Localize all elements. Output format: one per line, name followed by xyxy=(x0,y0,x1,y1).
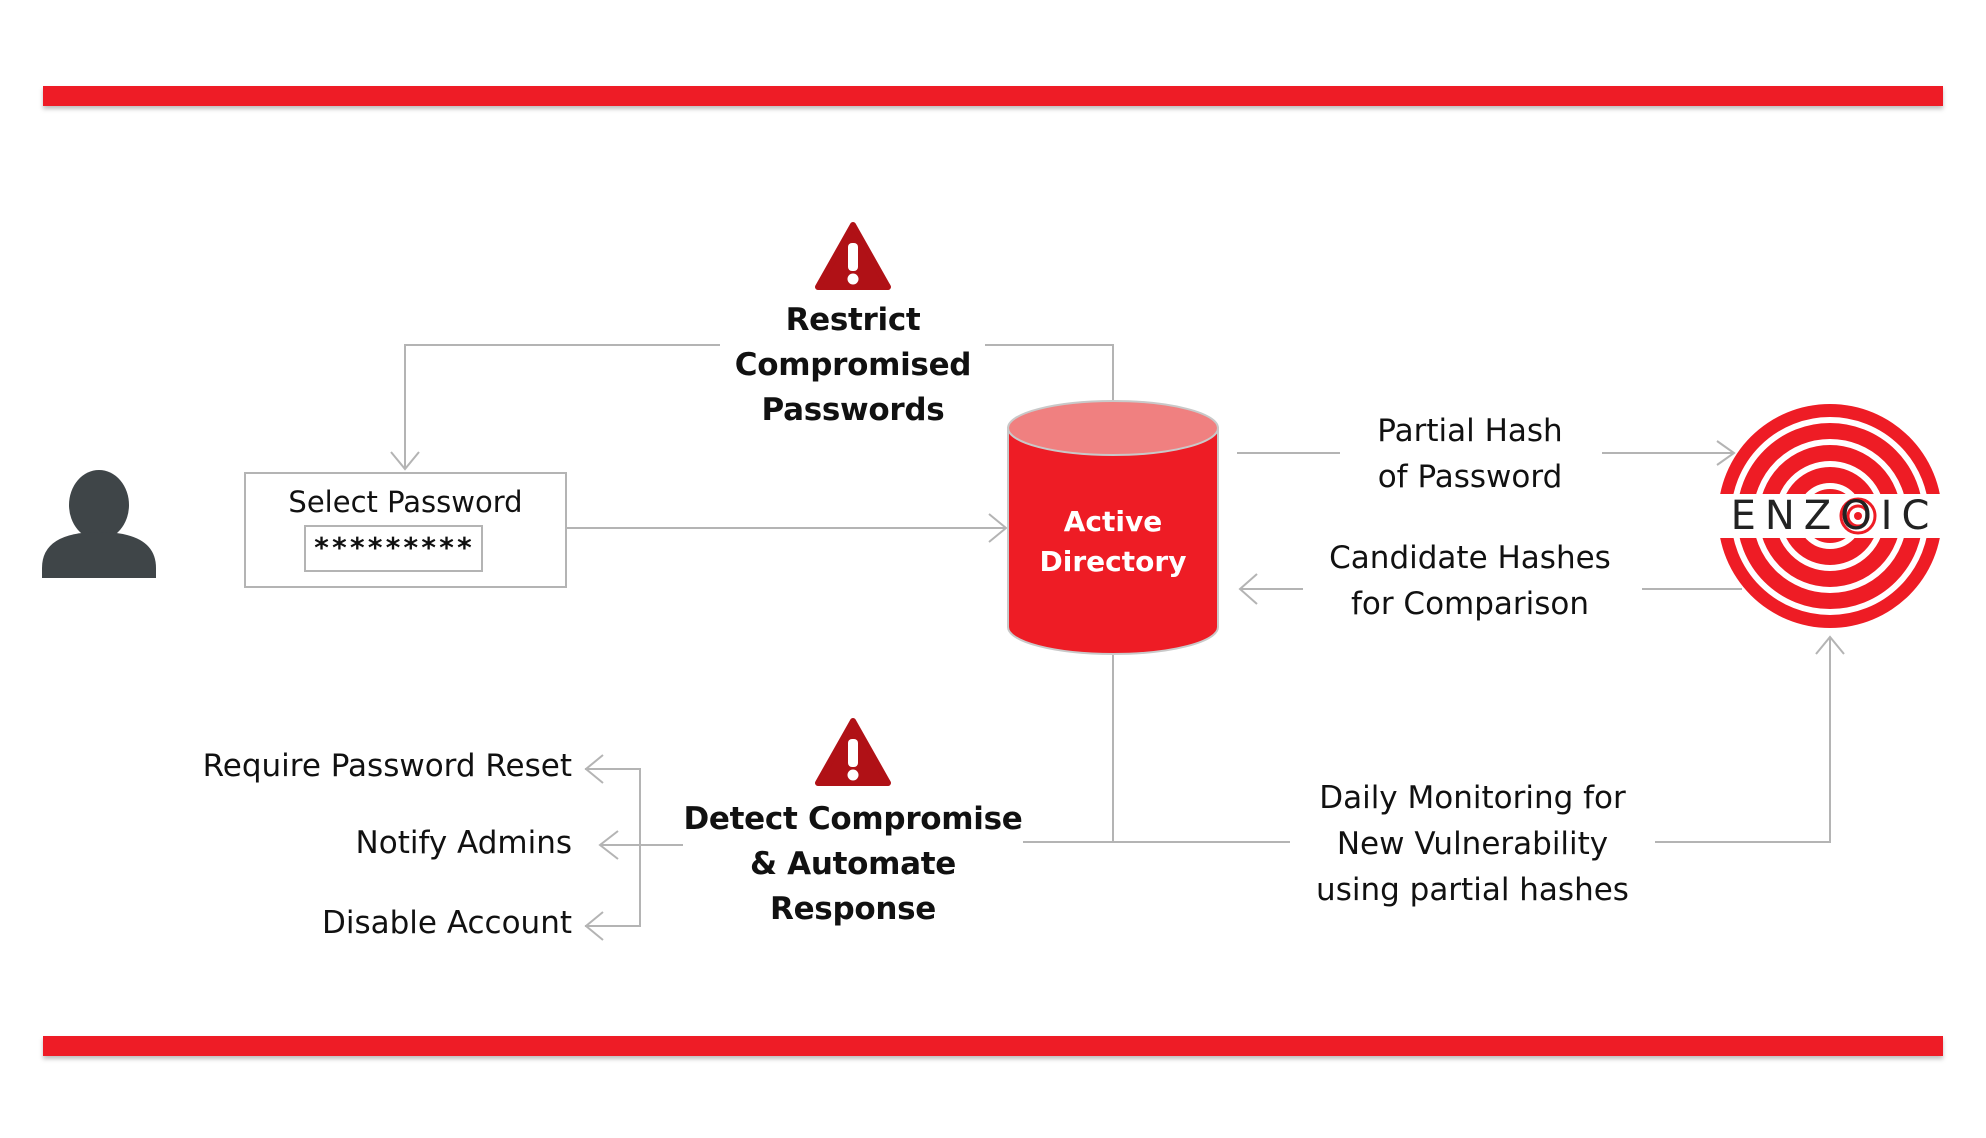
exclamation-triangle-icon xyxy=(815,222,891,290)
detect-label-line: Response xyxy=(770,891,936,927)
submit-arrowhead xyxy=(988,513,1008,543)
detect-label: Detect Compromise & Automate Response xyxy=(683,797,1023,932)
password-mask: ********* xyxy=(313,531,474,564)
active-directory-line: Active xyxy=(1063,505,1163,538)
restrict-line-right xyxy=(985,344,1114,405)
enzoic-logo-text: ENZOIC xyxy=(1730,493,1939,539)
connector-lines xyxy=(390,344,1845,941)
daily-monitoring-label: Daily Monitoring for New Vulnerability u… xyxy=(1290,775,1655,913)
candidate-hashes-line: for Comparison xyxy=(1350,586,1590,622)
exclamation-triangle-icon xyxy=(815,718,891,786)
action-arrowhead-3 xyxy=(584,911,604,941)
cylinder-database-icon xyxy=(1007,400,1219,655)
monitoring-line-right xyxy=(1655,637,1831,843)
candidate-hashes-line: Candidate Hashes xyxy=(1329,540,1611,576)
action-notify-admins: Notify Admins xyxy=(355,825,572,861)
detect-label-line: & Automate xyxy=(749,846,957,882)
action-disable-account: Disable Account xyxy=(321,905,572,941)
person-silhouette-icon xyxy=(42,470,156,578)
candidate-arrowhead xyxy=(1238,573,1258,605)
detect-label-line: Detect Compromise xyxy=(683,801,1023,837)
restrict-label: Restrict Compromised Passwords xyxy=(703,298,1003,433)
partial-hash-line: Partial Hash xyxy=(1377,413,1563,449)
monitoring-arrowhead xyxy=(1815,635,1845,655)
action-arrowhead-1 xyxy=(584,754,604,784)
daily-monitoring-line: using partial hashes xyxy=(1316,872,1629,908)
actions-bracket xyxy=(585,768,641,927)
select-password-label: Select Password xyxy=(288,485,523,519)
active-directory-label: Active Directory xyxy=(1008,502,1218,582)
restrict-label-line: Compromised xyxy=(734,347,972,383)
restrict-label-line: Passwords xyxy=(761,392,945,428)
enzoic-target-logo xyxy=(1714,404,1946,628)
partial-hash-arrowhead xyxy=(1716,440,1736,466)
restrict-arrowhead xyxy=(390,451,420,471)
daily-monitoring-line: Daily Monitoring for xyxy=(1319,780,1626,816)
restrict-label-line: Restrict xyxy=(785,302,921,338)
password-input[interactable] xyxy=(304,525,483,572)
partial-hash-line: of Password xyxy=(1377,459,1563,495)
bottom-red-bar xyxy=(43,1036,1943,1056)
candidate-hashes-label: Candidate Hashes for Comparison xyxy=(1290,535,1650,627)
action-arrowhead-2 xyxy=(598,830,619,860)
action-require-password-reset: Require Password Reset xyxy=(202,748,572,784)
partial-hash-label: Partial Hash of Password xyxy=(1300,408,1640,500)
active-directory-line: Directory xyxy=(1039,545,1187,578)
restrict-line-left xyxy=(404,344,720,468)
top-red-bar xyxy=(43,86,1943,106)
daily-monitoring-line: New Vulnerability xyxy=(1336,826,1609,862)
